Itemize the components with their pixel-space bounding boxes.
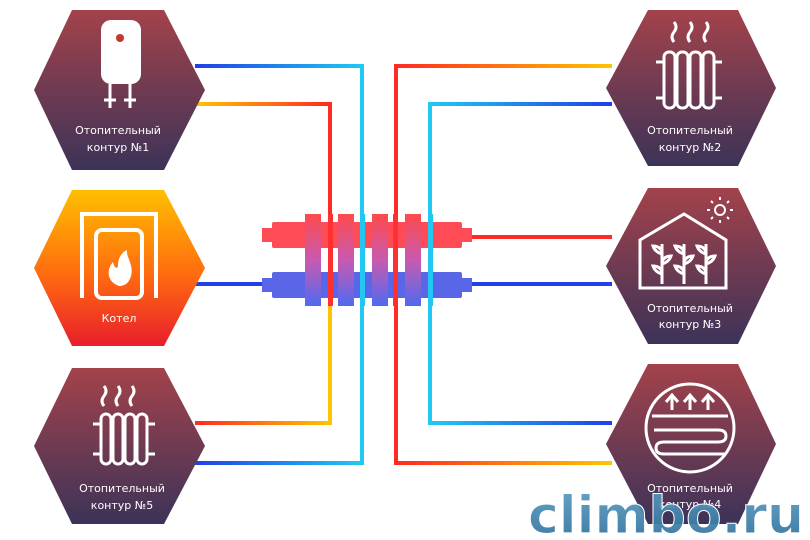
node-circuit5: Отопительный контур №5 [34,368,205,524]
node-boiler: Котел [34,190,205,346]
pipe-circuit2-return [428,102,612,225]
pipe-circuit4-supply [428,300,612,425]
watermark-text: climbo.ru [528,486,804,540]
pipe-circuit1-supply [195,64,364,225]
pipe-network [195,64,612,465]
boiler-label: Котел [102,312,137,325]
radiator-icon [656,21,722,110]
pipe-circuit4-return [394,300,612,465]
circuit3-label-line2: контур №3 [659,318,721,331]
pipe-circuit1-return [195,102,332,225]
circuit2-label-line2: контур №2 [659,141,721,154]
circuit5-label-line1: Отопительный [79,482,165,495]
sun-icon [707,197,733,223]
pipe-circuit2-supply [394,64,612,225]
pipe-circuit5-supply [195,300,332,425]
circuit5-label-line2: контур №5 [91,499,153,512]
water-heater-icon [101,20,141,108]
node-circuit2: Отопительный контур №2 [606,10,776,166]
circuit4-label-line2: контур №4 [659,498,721,511]
circuit2-label-line1: Отопительный [647,124,733,137]
circuit4-label-line1: Отопительный [647,482,733,495]
circuit3-label-line1: Отопительный [647,302,733,315]
circuit1-label-line1: Отопительный [75,124,161,137]
greenhouse-icon [638,212,728,290]
radiator-icon [93,385,155,466]
node-circuit3: Отопительный контур №3 [606,188,776,344]
pipe-circuit5-return [195,300,364,465]
hydraulic-manifold [262,214,472,306]
circuit1-label-line2: контур №1 [87,141,149,154]
underfloor-heating-icon [644,382,736,474]
node-circuit4: Отопительный контур №4 [606,364,776,524]
boiler-flame-icon [80,212,158,300]
node-circuit1: Отопительный контур №1 [34,10,205,170]
